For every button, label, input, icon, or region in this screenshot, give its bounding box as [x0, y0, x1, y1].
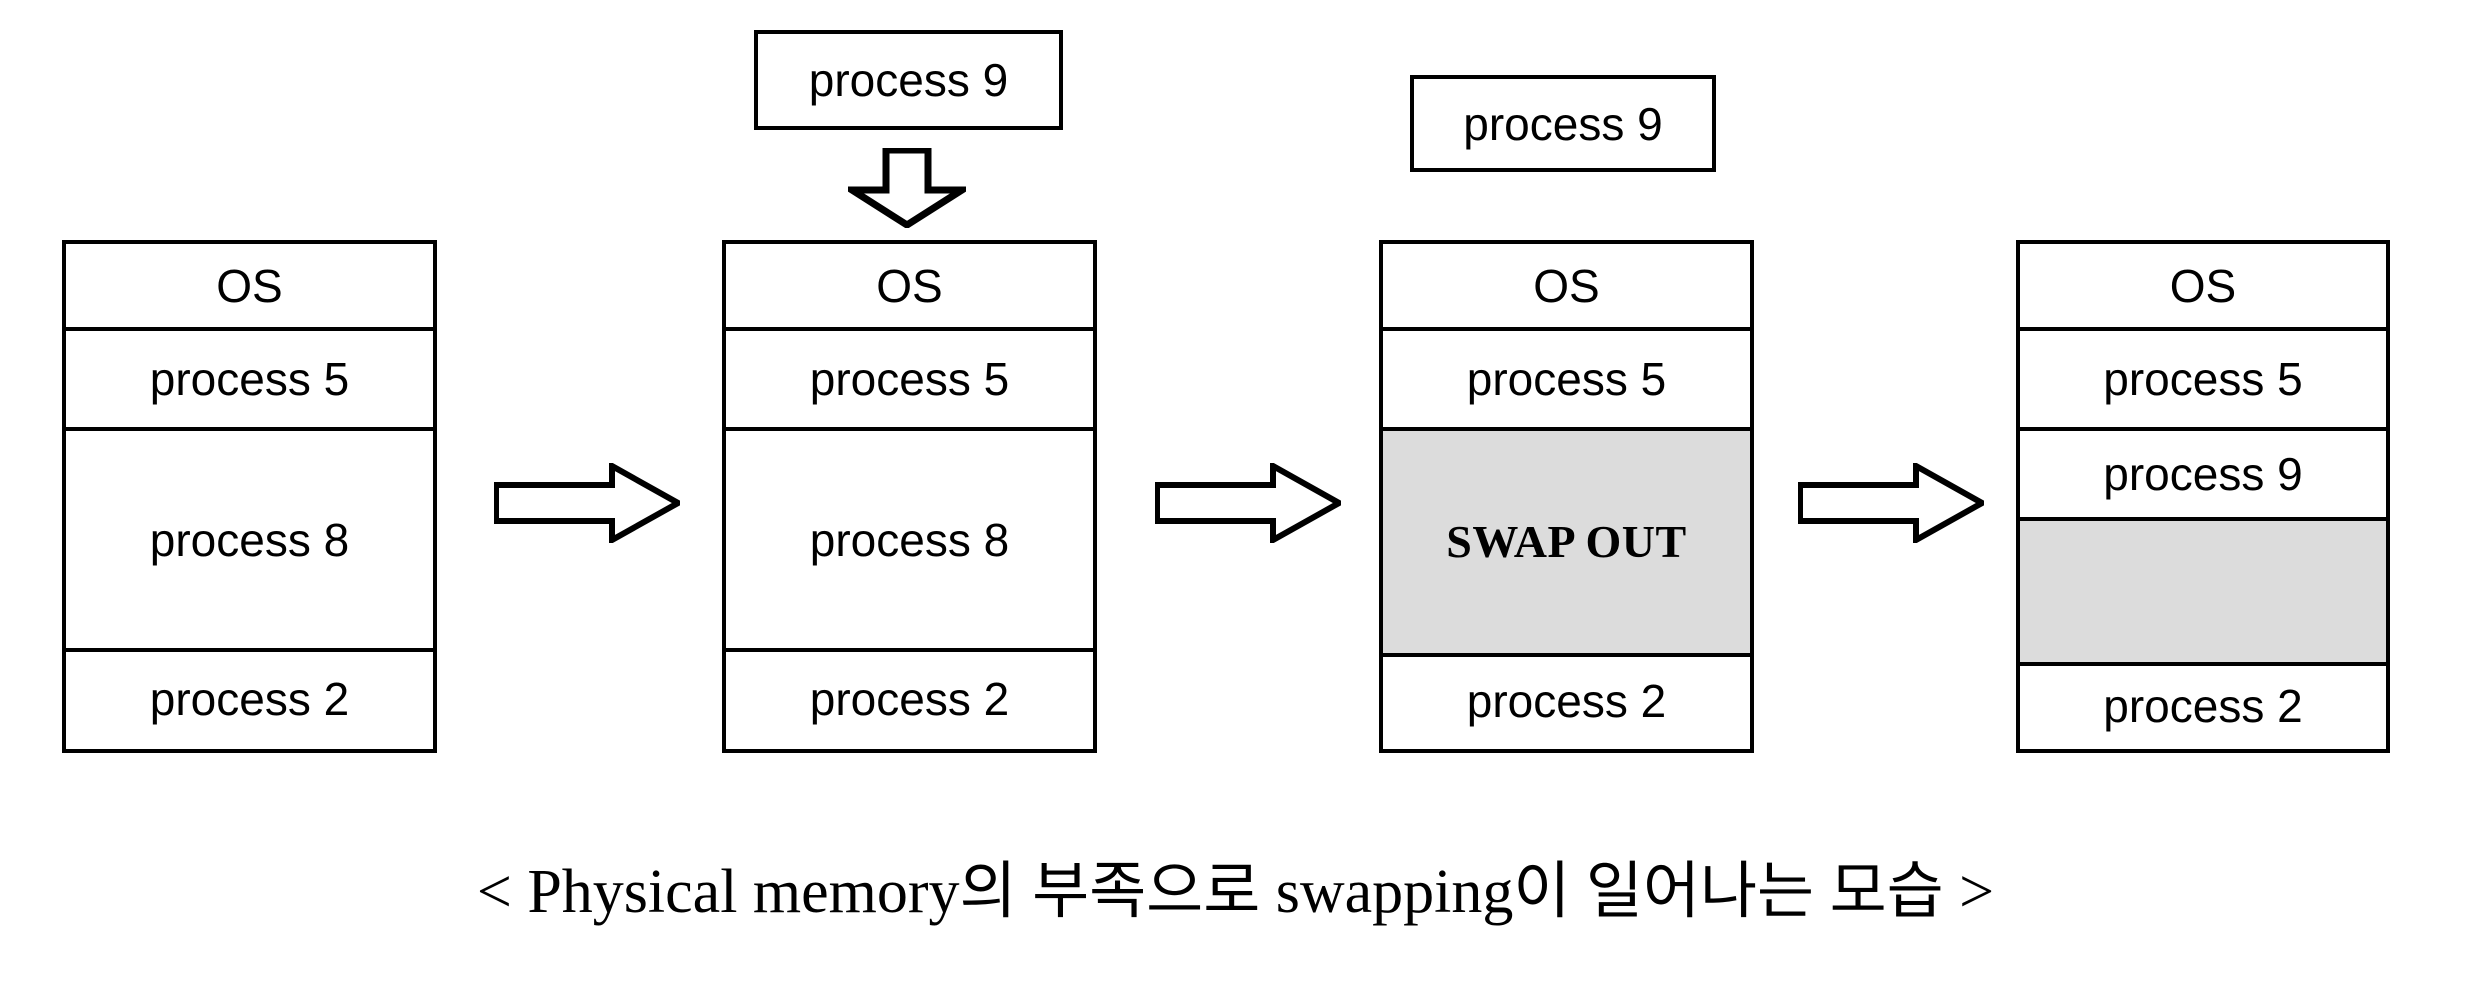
memory-row-os: OS	[1383, 244, 1750, 327]
diagram-caption: < Physical memory의 부족으로 swapping이 일어나는 모…	[476, 858, 1995, 926]
memory-row-process-2: process 2	[66, 648, 433, 745]
memory-row-swap-out: SWAP OUT	[1383, 427, 1750, 653]
memory-row-process-5: process 5	[2020, 327, 2386, 427]
memory-row-process-2: process 2	[726, 648, 1093, 745]
incoming-process-box-stage-2: process 9	[754, 30, 1063, 130]
memory-row-process-8: process 8	[66, 427, 433, 648]
memory-block-stage-1: OS process 5 process 8 process 2	[62, 240, 437, 753]
right-arrow-icon	[494, 463, 680, 543]
incoming-process-box-stage-3: process 9	[1410, 75, 1716, 172]
memory-row-process-5: process 5	[1383, 327, 1750, 427]
memory-row-free-space	[2020, 517, 2386, 662]
memory-row-os: OS	[726, 244, 1093, 327]
memory-row-os: OS	[2020, 244, 2386, 327]
memory-row-process-5: process 5	[726, 327, 1093, 427]
memory-row-process-2: process 2	[2020, 662, 2386, 745]
down-arrow-icon	[848, 148, 966, 228]
memory-block-stage-4: OS process 5 process 9 process 2	[2016, 240, 2390, 753]
memory-row-process-9: process 9	[2020, 427, 2386, 517]
memory-row-process-2: process 2	[1383, 653, 1750, 745]
memory-row-process-8: process 8	[726, 427, 1093, 648]
right-arrow-icon	[1798, 463, 1984, 543]
memory-row-os: OS	[66, 244, 433, 327]
right-arrow-icon	[1155, 463, 1341, 543]
memory-block-stage-3: OS process 5 SWAP OUT process 2	[1379, 240, 1754, 753]
memory-row-process-5: process 5	[66, 327, 433, 427]
memory-block-stage-2: OS process 5 process 8 process 2	[722, 240, 1097, 753]
